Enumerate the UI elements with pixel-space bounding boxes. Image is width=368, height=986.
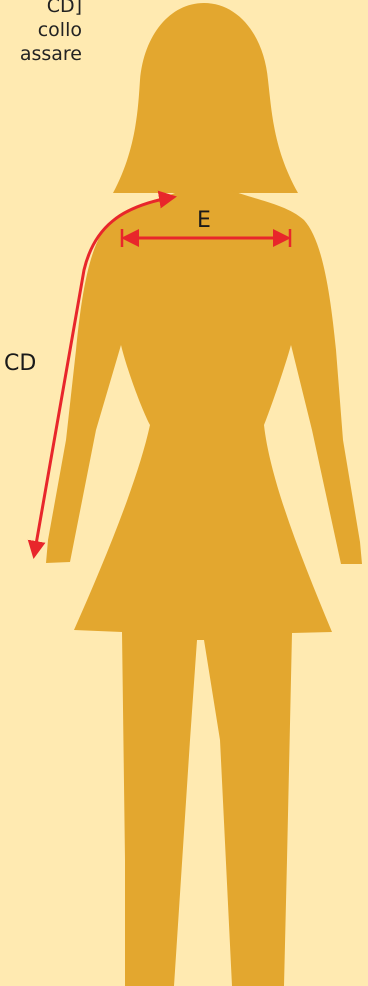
arm-length-label: CD [4, 352, 36, 376]
shoulder-width-label: E [197, 209, 211, 233]
instruction-line: CD] [20, 0, 82, 18]
instruction-line: assare [20, 42, 82, 66]
instruction-line: collo [20, 18, 82, 42]
torso-shape [46, 190, 362, 986]
instruction-note: CD] collo assare [20, 0, 82, 66]
